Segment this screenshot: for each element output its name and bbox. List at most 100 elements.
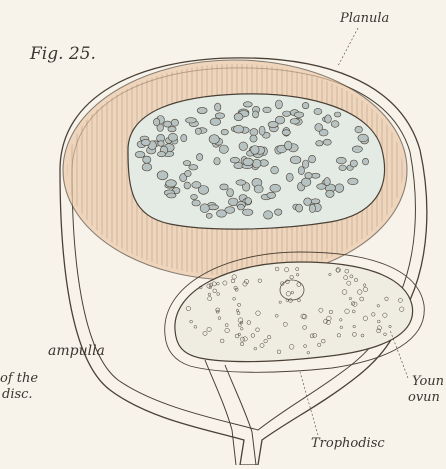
core-cell — [251, 146, 259, 155]
core-cell — [171, 119, 178, 126]
core-cell — [164, 121, 172, 127]
core-cell — [186, 118, 197, 123]
label-ampulla: ampulla — [48, 344, 105, 358]
label-disc: disc. — [2, 388, 33, 401]
core-cell — [168, 133, 177, 141]
core-cell — [323, 139, 331, 145]
core-cell — [181, 134, 187, 141]
core-cell — [214, 158, 220, 165]
core-cell — [296, 204, 303, 212]
core-cell — [282, 130, 290, 136]
core-cell — [158, 141, 164, 147]
core-cell — [230, 157, 239, 163]
core-cell — [227, 189, 234, 197]
core-cell — [309, 155, 316, 163]
core-cell — [331, 121, 339, 128]
label-young: Youn — [412, 375, 444, 388]
core-cell — [185, 170, 192, 176]
core-cell — [336, 157, 346, 164]
core-cell — [243, 102, 252, 107]
core-cell — [238, 204, 245, 210]
figure-number: Fig. 25. — [30, 46, 96, 63]
core-cell — [317, 184, 326, 190]
core-cell — [350, 160, 357, 167]
core-cell — [153, 118, 159, 125]
core-cell — [270, 184, 281, 192]
core-cell — [236, 180, 246, 185]
core-cell — [243, 158, 253, 166]
core-cell — [196, 154, 202, 161]
core-cell — [355, 126, 363, 133]
core-cell — [221, 129, 228, 135]
planula-leader — [338, 28, 358, 66]
core-cell — [191, 194, 198, 199]
core-cell — [263, 107, 271, 113]
core-cell — [195, 128, 201, 134]
core-cell — [184, 182, 191, 189]
core-cell — [309, 204, 315, 212]
core-cell — [192, 200, 200, 206]
core-cell — [316, 141, 323, 146]
core-cell — [210, 118, 221, 125]
core-cell — [302, 160, 308, 168]
core-cell — [311, 173, 320, 178]
core-cell — [264, 211, 273, 219]
core-cell — [158, 151, 166, 156]
core-cell — [197, 107, 207, 113]
core-cell — [239, 142, 248, 151]
core-cell — [286, 173, 293, 181]
core-cell — [166, 180, 177, 187]
core-cell — [267, 192, 276, 198]
core-cell — [200, 204, 209, 213]
core-cell — [358, 134, 368, 142]
core-cell — [290, 156, 301, 164]
core-cell — [234, 113, 243, 121]
trophodisc-stalk — [205, 360, 256, 465]
core-cell — [135, 151, 145, 157]
core-cell — [325, 115, 332, 123]
core-cell — [352, 146, 362, 153]
core-cell — [142, 163, 152, 171]
core-cell — [192, 182, 201, 189]
core-cell — [252, 159, 261, 168]
core-cell — [315, 124, 323, 132]
core-cell — [294, 112, 304, 118]
core-cell — [314, 108, 322, 114]
label-planula: Planula — [340, 12, 389, 25]
core-cell — [243, 209, 253, 216]
core-cell — [290, 119, 299, 125]
core-cell — [326, 190, 334, 197]
core-cell — [335, 184, 344, 193]
core-cell — [254, 185, 263, 193]
core-cell — [285, 141, 292, 150]
core-cell — [362, 158, 368, 165]
core-cell — [217, 210, 227, 217]
core-cell — [234, 125, 244, 133]
core-cell — [305, 172, 312, 178]
core-cell — [143, 156, 151, 163]
core-cell — [157, 171, 168, 180]
core-cell — [250, 135, 257, 142]
label-of-the: of the — [0, 372, 38, 385]
core-cell — [302, 178, 311, 186]
core-cell — [259, 126, 265, 135]
core-cell — [275, 209, 282, 215]
core-cell — [302, 102, 309, 108]
core-cell — [339, 165, 346, 171]
core-cell — [268, 121, 278, 127]
core-cell — [334, 112, 341, 117]
core-cell — [271, 166, 279, 174]
core-cell — [250, 129, 258, 136]
core-cell — [141, 139, 150, 145]
core-cell — [206, 213, 212, 218]
core-cell — [275, 100, 282, 109]
label-trophodisc: Trophodisc — [311, 437, 385, 450]
core-cell — [253, 111, 259, 118]
core-cell — [189, 165, 198, 170]
core-cell — [183, 161, 191, 166]
core-cell — [215, 103, 221, 111]
core-cell — [311, 199, 320, 204]
core-cell — [348, 178, 358, 185]
core-cell — [215, 113, 224, 119]
